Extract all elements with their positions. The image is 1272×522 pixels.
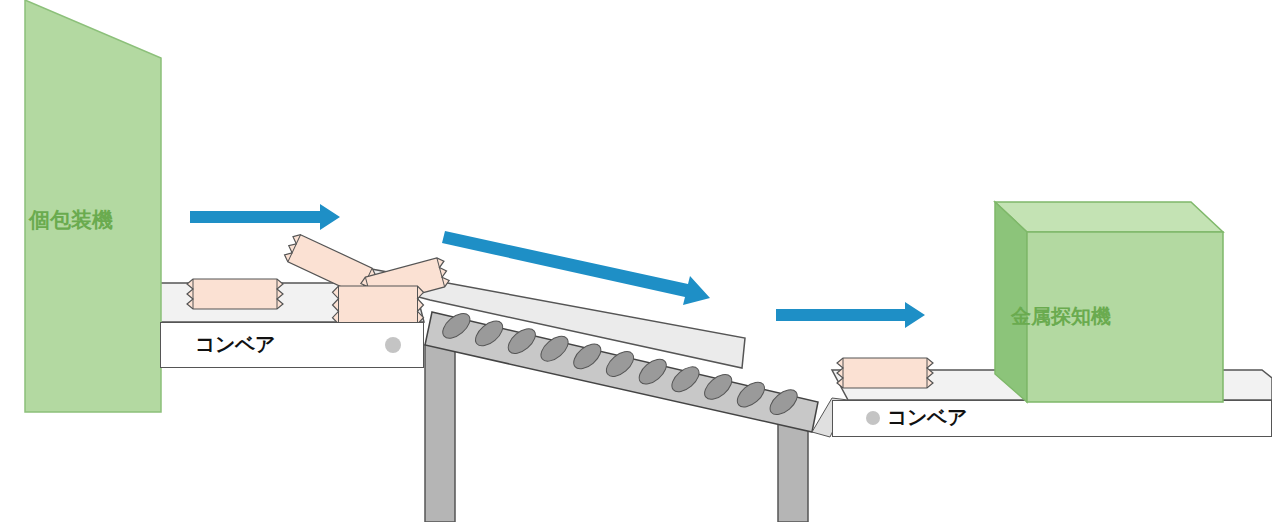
product-pouch [837, 358, 933, 388]
roller [537, 332, 573, 366]
node-label: 金属探知機 [1011, 305, 1111, 329]
roller [471, 316, 507, 350]
node-face [995, 202, 1027, 402]
roller [602, 347, 638, 381]
pulley-dot [866, 411, 880, 425]
roller [700, 370, 736, 404]
roller [438, 309, 474, 343]
conveyor-leg [778, 420, 808, 522]
node-outline [25, 0, 161, 412]
flow-arrow [190, 204, 340, 230]
machine-box: 個包装機 [25, 0, 161, 412]
product-pouch [187, 279, 283, 309]
flow-arrows [190, 204, 925, 328]
node-outline [995, 202, 1223, 402]
roller [569, 339, 605, 373]
roller [667, 362, 703, 396]
machine-cube: 金属探知機 [995, 202, 1223, 402]
conveyor-box: コンベア [160, 322, 424, 368]
node-label: コンベア [887, 406, 967, 430]
pulley-dot [385, 337, 401, 353]
node-face [995, 202, 1223, 232]
roller [635, 354, 671, 388]
roller [766, 385, 802, 419]
roller [733, 377, 769, 411]
node-label: 個包装機 [29, 208, 113, 233]
product-pouch [333, 286, 424, 324]
conveyor-box: コンベア [832, 400, 1272, 437]
flow-arrow [776, 302, 925, 328]
node-face [25, 0, 161, 412]
node-label: コンベア [195, 333, 275, 357]
flow-arrow [442, 231, 710, 305]
conveyor-leg [425, 345, 455, 522]
roller [504, 324, 540, 358]
